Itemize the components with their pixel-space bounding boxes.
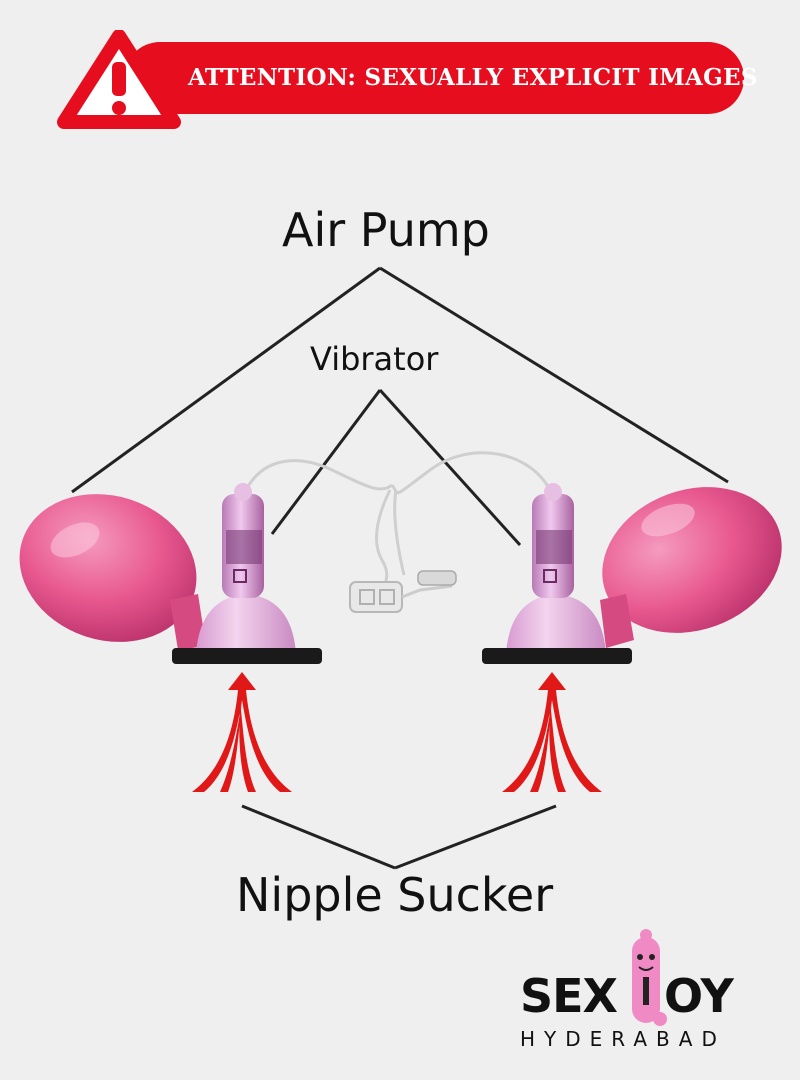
warning-pill bbox=[124, 42, 744, 114]
vibrator-pointer-lines bbox=[270, 388, 522, 547]
nipple-sucker-label: Nipple Sucker bbox=[236, 868, 554, 922]
logo-wordmark-left: SEX bbox=[520, 969, 618, 1023]
left-suction-cup bbox=[172, 594, 322, 664]
logo-subtitle: HYDERABAD bbox=[520, 1027, 726, 1051]
left-suction-arrow-icon bbox=[192, 672, 292, 792]
air-pump-pointer-lines bbox=[71, 266, 729, 494]
pink-mascot-icon bbox=[632, 929, 667, 1026]
cable-wires bbox=[242, 451, 554, 599]
warning-banner: ATTENTION: SEXUALLY EXPLICIT IMAGES bbox=[54, 30, 757, 130]
logo-wordmark-right: OY bbox=[664, 969, 734, 1023]
right-suction-arrow-icon bbox=[502, 672, 602, 792]
warning-triangle-icon bbox=[57, 30, 181, 129]
nipple-sucker-pointer-lines bbox=[241, 804, 557, 870]
left-vibrator bbox=[222, 483, 264, 598]
brand-logo: SEX OY HYDERABAD bbox=[516, 925, 756, 1065]
left-pump-bulb bbox=[19, 494, 206, 650]
vibrator-label: Vibrator bbox=[310, 340, 439, 378]
remote-controller bbox=[349, 570, 457, 613]
warning-text: ATTENTION: SEXUALLY EXPLICIT IMAGES bbox=[188, 64, 758, 91]
right-vibrator bbox=[532, 483, 574, 598]
right-suction-cup bbox=[482, 594, 632, 664]
air-pump-label: Air Pump bbox=[282, 203, 490, 257]
right-pump-bulb bbox=[600, 487, 782, 648]
